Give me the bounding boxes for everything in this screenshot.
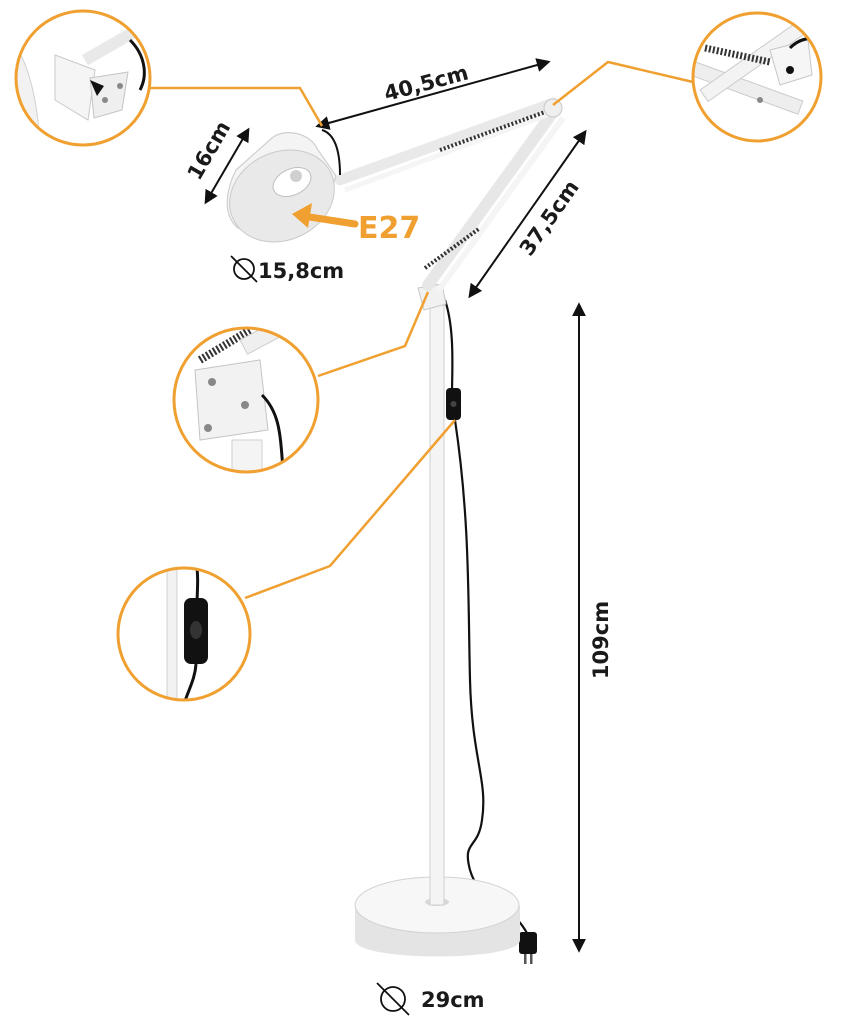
dimension-lines	[204, 58, 587, 953]
arm-upper-dimension-line	[315, 58, 551, 130]
shade-hinge-detail	[14, 9, 152, 147]
base-diameter-annotation: 29cm	[376, 982, 485, 1016]
shade-height-dimension-line	[204, 127, 250, 205]
arm-upper-length-label: 40,5cm	[381, 60, 470, 105]
shade-diameter-annotation: 15,8cm	[230, 255, 344, 283]
socket-type-label: E27	[358, 211, 420, 246]
base-joint-detail	[172, 326, 320, 474]
arrow-icon	[292, 203, 312, 228]
arm-lower-dimension-line	[468, 129, 587, 299]
lamp-height-label: 109cm	[589, 601, 613, 679]
diameter-icon	[230, 255, 258, 283]
shade-diameter-label: 15,8cm	[258, 259, 344, 283]
lamp-pole	[429, 304, 445, 906]
spring-hinge-detail	[691, 11, 823, 143]
socket-annotation: E27	[292, 203, 420, 246]
cord-switch-detail	[116, 566, 252, 702]
callout-leaders	[150, 60, 694, 600]
shade-height-label: 16cm	[183, 117, 236, 184]
power-cord	[453, 419, 529, 936]
diameter-icon	[376, 982, 410, 1016]
base-diameter-label: 29cm	[421, 988, 485, 1012]
power-plug	[519, 932, 537, 964]
